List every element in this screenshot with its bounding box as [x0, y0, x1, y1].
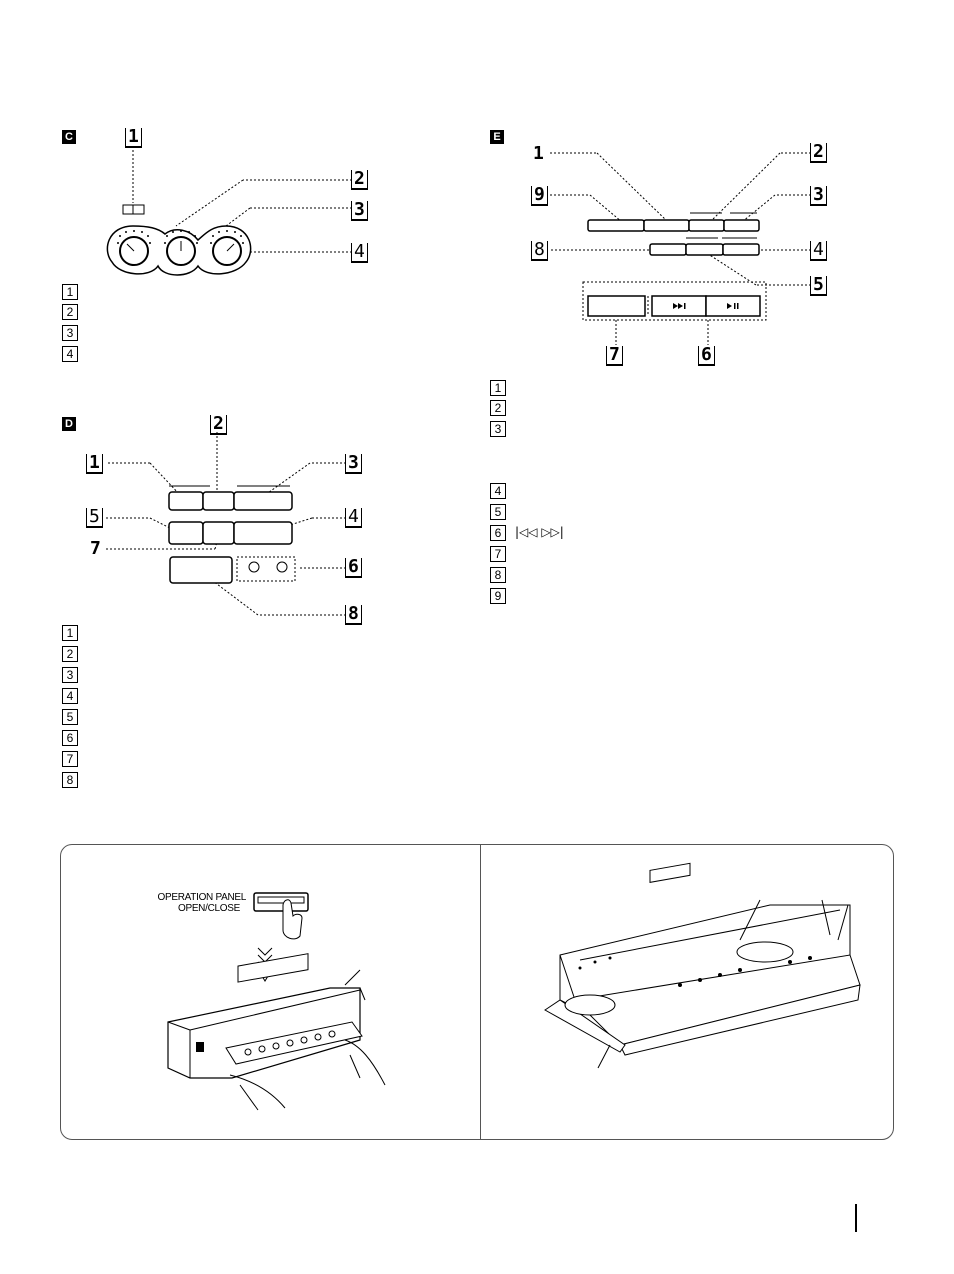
section-d-letter: D: [62, 417, 76, 431]
e-list-8: 8: [490, 567, 506, 583]
c-callout-3: 3: [351, 201, 368, 221]
e-callout-1: 1: [533, 143, 544, 164]
section-e-letter: E: [490, 130, 504, 144]
panel-divider: [480, 845, 481, 1139]
c-callout-4: 4: [351, 243, 368, 263]
d-callout-2: 2: [210, 415, 227, 435]
e-callout-6: 6: [698, 346, 715, 366]
e-callout-3: 3: [810, 186, 827, 206]
operation-panel-label: OPERATION PANEL OPEN/CLOSE: [150, 892, 247, 914]
operation-panel-label-line1: OPERATION PANEL: [157, 892, 247, 903]
c-list-4: 4: [62, 346, 78, 362]
e-callout-9: 9: [531, 186, 548, 206]
e-list-1: 1: [490, 380, 506, 396]
e-callout-5: 5: [810, 276, 827, 296]
skip-symbols-icon: |◁◁ ▷▷|: [515, 525, 564, 539]
d-callout-5: 5: [86, 508, 103, 528]
e-list-7: 7: [490, 546, 506, 562]
d-list-5: 5: [62, 709, 78, 725]
d-list-6: 6: [62, 730, 78, 746]
e-list-5: 5: [490, 504, 506, 520]
d-list-1: 1: [62, 625, 78, 641]
c-knobs-diagram: [106, 146, 352, 276]
c-list-2: 2: [62, 304, 78, 320]
d-list-4: 4: [62, 688, 78, 704]
d-callout-3: 3: [345, 454, 362, 474]
d-callout-1: 1: [86, 454, 103, 474]
e-callout-7: 7: [606, 346, 623, 366]
d-list-2: 2: [62, 646, 78, 662]
e-list-4: 4: [490, 483, 506, 499]
d-buttons-diagram: [106, 432, 346, 616]
section-c-letter: C: [62, 130, 76, 144]
c-list-3: 3: [62, 325, 78, 341]
d-list-3: 3: [62, 667, 78, 683]
e-callout-4: 4: [810, 241, 827, 261]
e-list-9: 9: [490, 588, 506, 604]
illustration-panel: [60, 844, 894, 1140]
page-edge-rule: [855, 1204, 857, 1232]
e-callout-8: 8: [531, 241, 548, 261]
d-list-7: 7: [62, 751, 78, 767]
d-callout-7: 7: [90, 538, 101, 559]
e-list-3: 3: [490, 421, 506, 437]
operation-panel-label-line2: OPEN/CLOSE: [177, 903, 240, 914]
e-list-6: 6: [490, 525, 506, 541]
c-list-1: 1: [62, 284, 78, 300]
e-list-2: 2: [490, 400, 506, 416]
e-buttons-diagram: [550, 152, 811, 345]
d-list-8: 8: [62, 772, 78, 788]
